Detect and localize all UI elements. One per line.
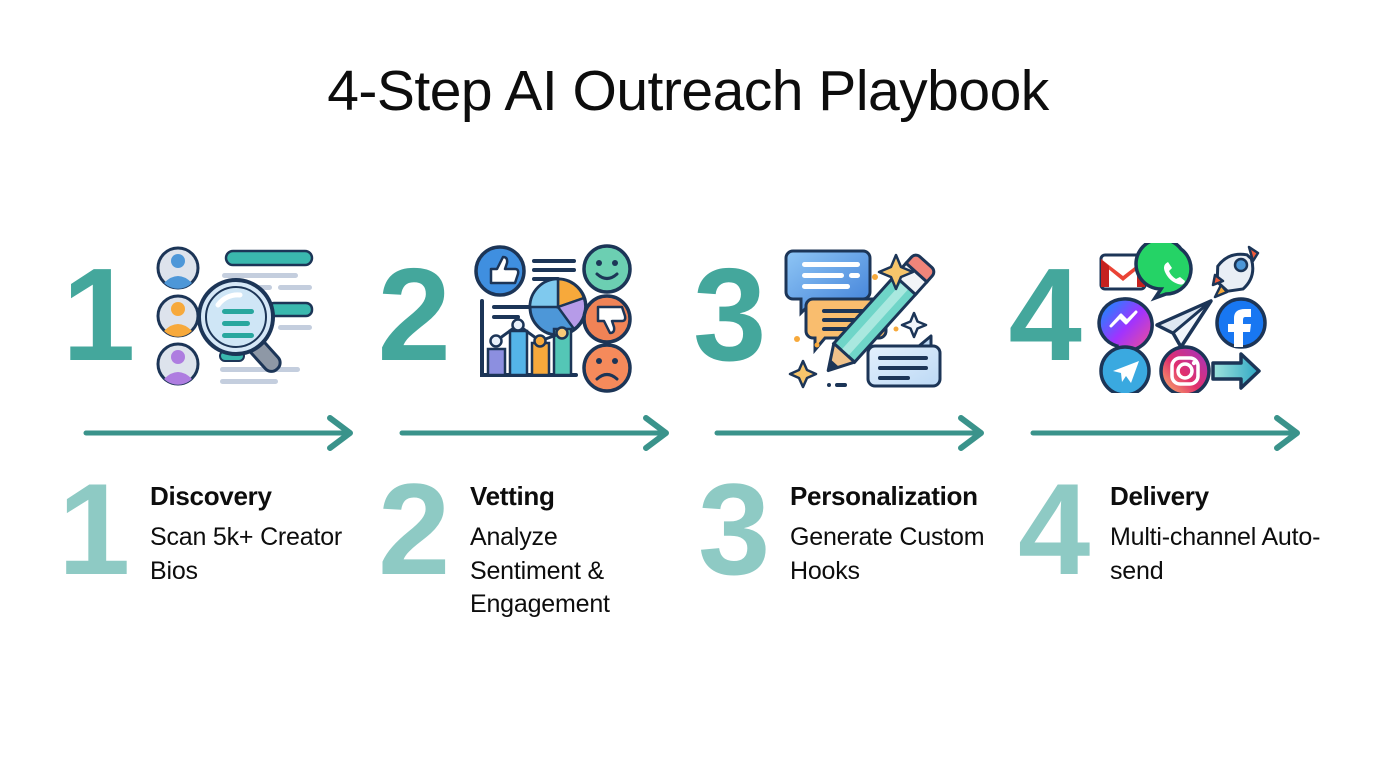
- step-4-title: Delivery: [1110, 481, 1209, 511]
- step-4-description: Multi-channel Auto-send: [1110, 522, 1321, 585]
- step-1-number-large: 1: [62, 241, 135, 388]
- step-3-icon-column: 3: [693, 238, 1009, 398]
- step-1-description: Scan 5k+ Creator Bios: [150, 522, 343, 585]
- step-2-description: Analyze Sentiment & Engagement: [470, 522, 610, 619]
- flow-arrow-row: [62, 412, 1324, 452]
- step-3-description: Generate Custom Hooks: [790, 522, 985, 585]
- step-3-text: Personalization Generate Custom Hooks: [790, 470, 1018, 588]
- delivery-channels-icon: [1095, 237, 1267, 397]
- step-2-number-ghost: 2: [378, 456, 450, 602]
- step-4-icon-column: 4: [1008, 237, 1325, 398]
- step-2-title: Vetting: [470, 481, 555, 511]
- step-3-number-ghost: 3: [698, 456, 770, 602]
- steps-label-row: 1 Discovery Scan 5k+ Creator Bios 2 Vett…: [58, 464, 1358, 650]
- step-1-label-column: 1 Discovery Scan 5k+ Creator Bios: [58, 464, 378, 650]
- step-1-icon-column: 1: [62, 238, 378, 398]
- step-2-text: Vetting Analyze Sentiment & Engagement: [470, 470, 670, 622]
- flow-arrow-4: [1009, 412, 1325, 452]
- step-3-number-large: 3: [693, 241, 766, 388]
- personalization-writing-icon: [779, 243, 951, 393]
- page-title: 4-Step AI Outreach Playbook: [327, 59, 1049, 123]
- step-1-number-ghost: 1: [58, 456, 130, 602]
- step-4-label-column: 4 Delivery Multi-channel Auto-send: [1018, 464, 1338, 650]
- discovery-search-icon: [148, 243, 320, 393]
- flow-arrow-3: [693, 412, 1009, 452]
- step-2-icon-column: 2: [378, 238, 694, 398]
- step-4-number-ghost: 4: [1018, 456, 1090, 602]
- flow-arrow-1: [62, 412, 378, 452]
- step-3-title: Personalization: [790, 481, 978, 511]
- step-4-number-large: 4: [1008, 241, 1082, 388]
- steps-icon-row: 1: [62, 237, 1325, 398]
- step-4-text: Delivery Multi-channel Auto-send: [1110, 470, 1325, 588]
- step-3-label-column: 3 Personalization Generate Custom Hooks: [698, 464, 1018, 650]
- vetting-analytics-icon: [464, 243, 636, 393]
- flow-arrow-2: [378, 412, 694, 452]
- step-2-label-column: 2 Vetting Analyze Sentiment & Engagement: [378, 464, 698, 650]
- step-1-text: Discovery Scan 5k+ Creator Bios: [150, 470, 350, 588]
- step-1-title: Discovery: [150, 481, 272, 511]
- step-2-number-large: 2: [377, 241, 451, 388]
